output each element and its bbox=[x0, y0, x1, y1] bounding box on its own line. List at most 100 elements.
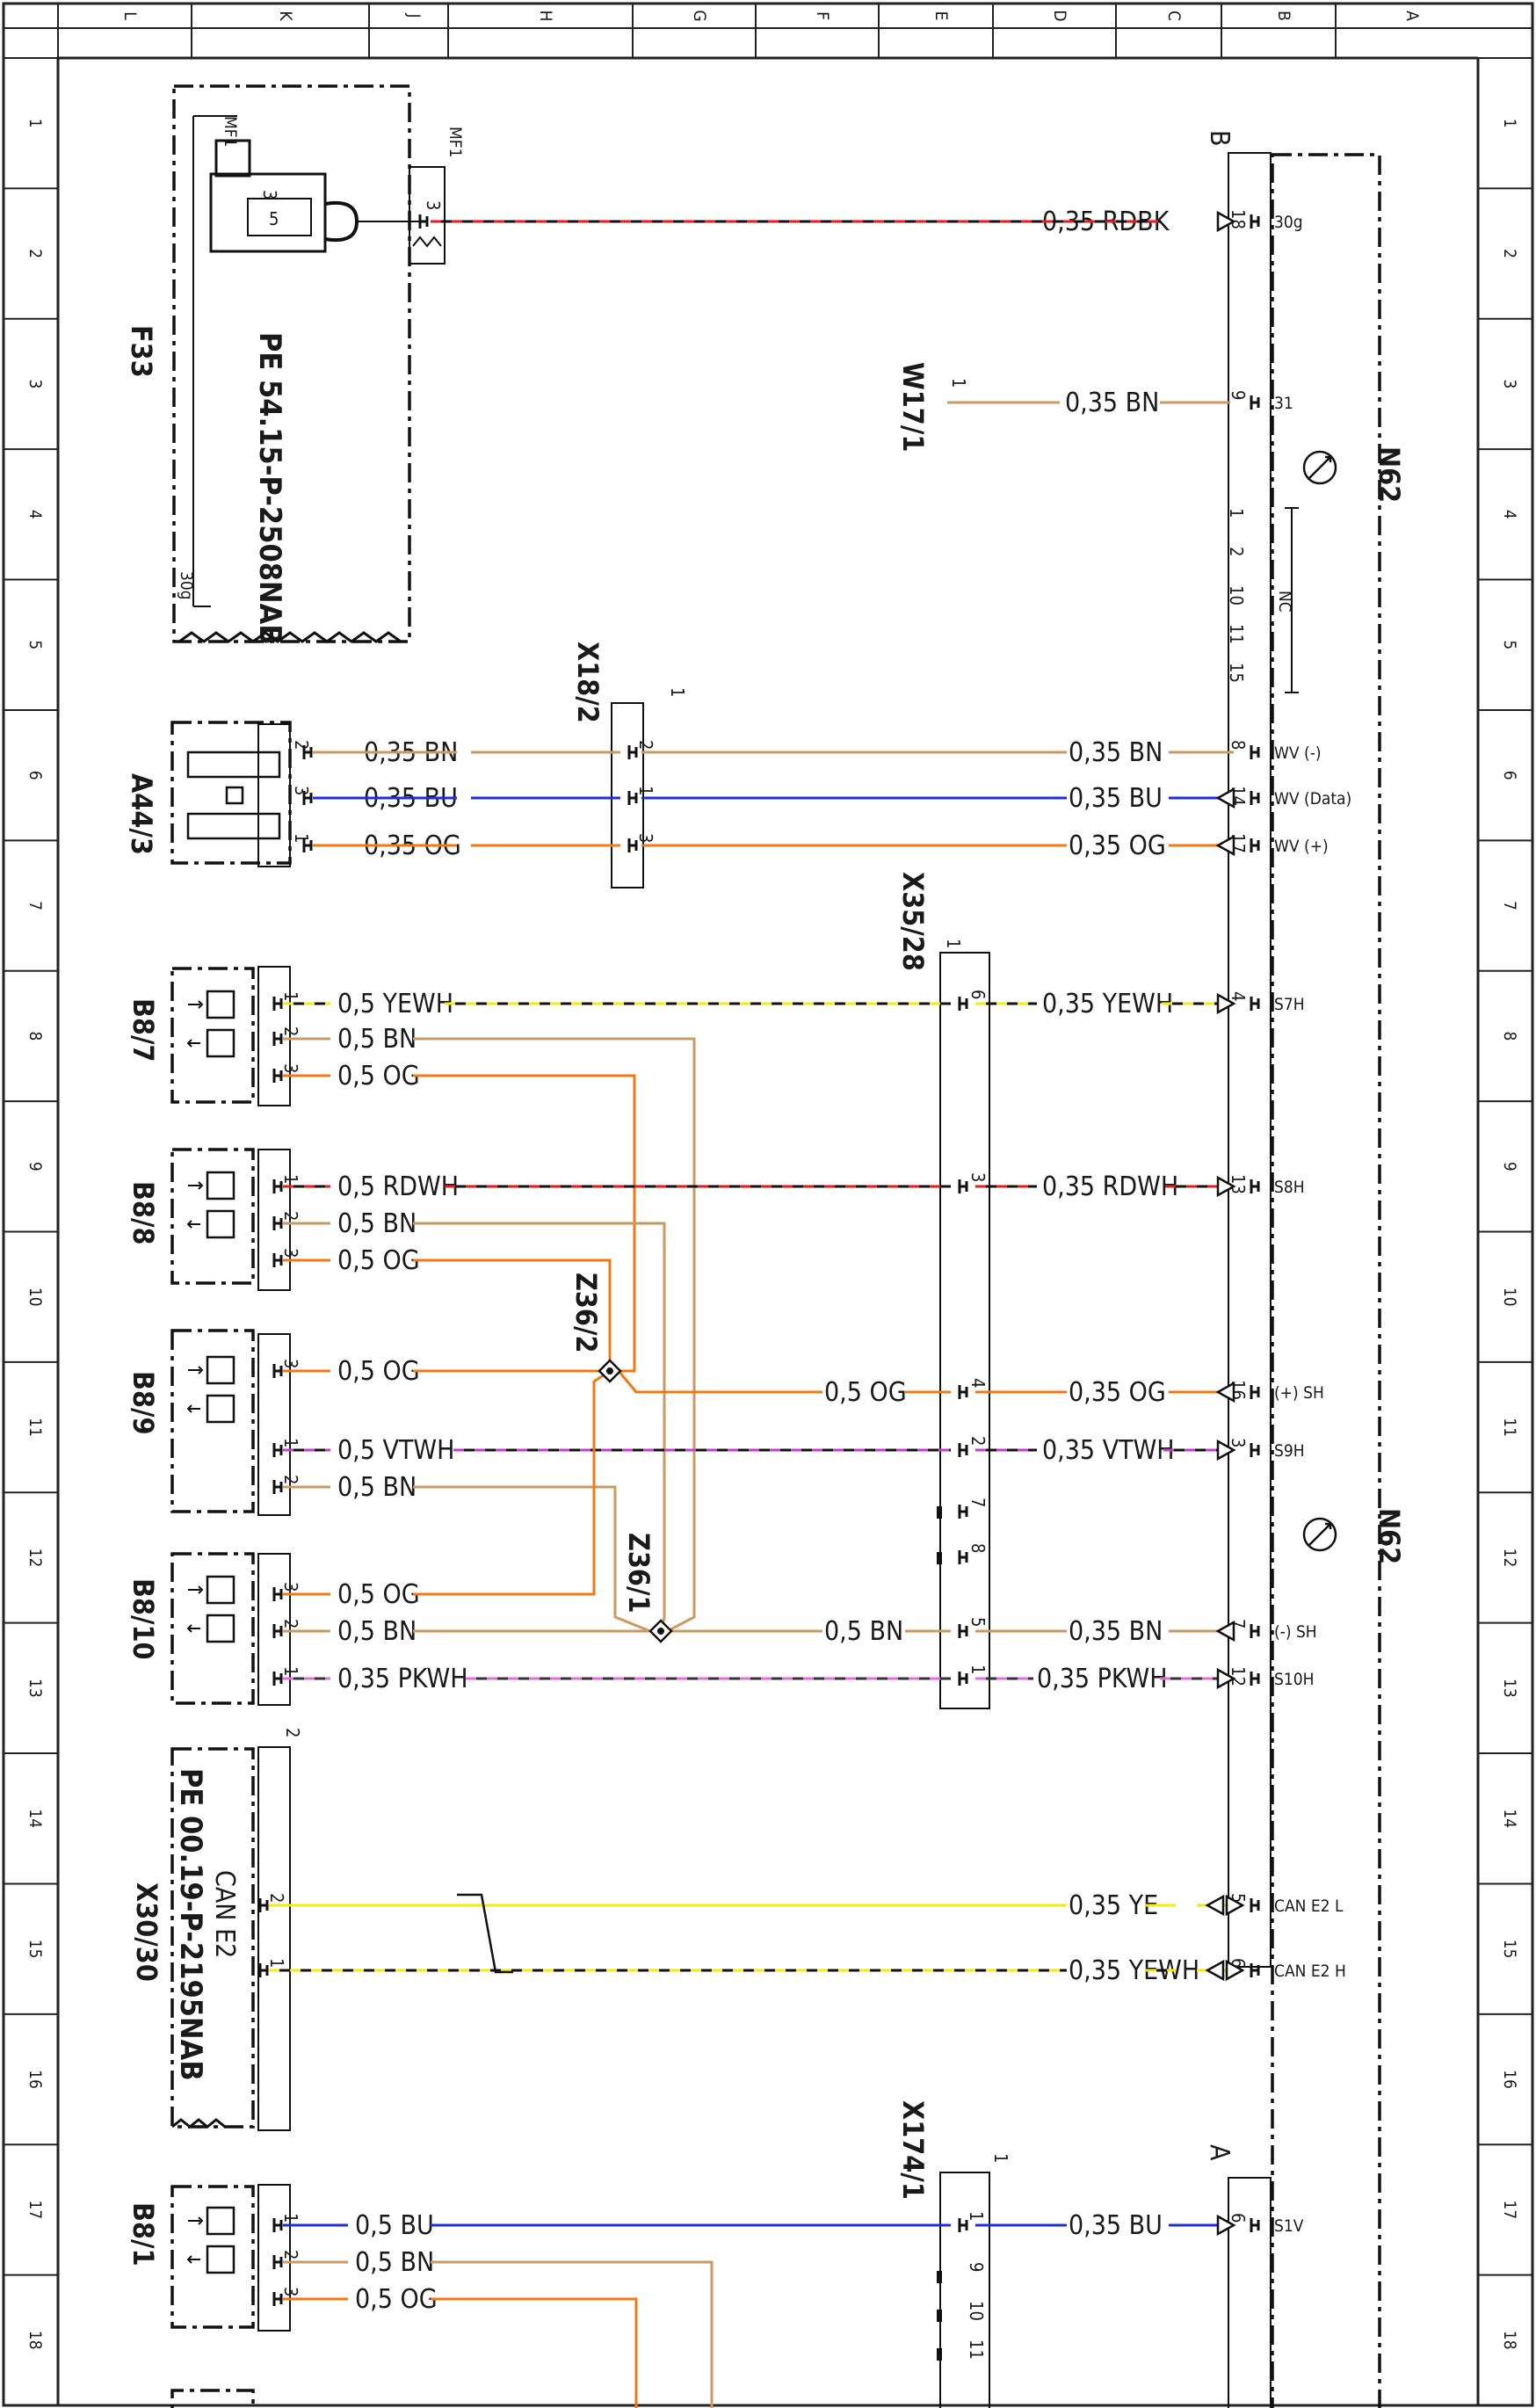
n62-plug-a: A bbox=[1204, 2144, 1235, 2161]
b8-7-wire-label: 0,5 OG bbox=[337, 1061, 420, 1092]
b8-10-pin-number: 1 bbox=[280, 1666, 301, 1676]
n62-module-symbols bbox=[1285, 450, 1337, 1552]
row-ref-right: 4 bbox=[1500, 510, 1519, 519]
x18-2-pin-number: 1 bbox=[635, 786, 656, 795]
f33-fuse-label: MF1 bbox=[221, 116, 240, 147]
b8-10-pin bbox=[272, 1587, 283, 1601]
b8-1-pin bbox=[272, 2218, 283, 2232]
n62-nc-pin: 1 bbox=[1226, 508, 1247, 518]
b8-1-pin-number: 2 bbox=[280, 2250, 301, 2259]
n62-wire-label: 0,35 BN bbox=[1069, 737, 1163, 768]
a44-3-pin bbox=[302, 838, 313, 852]
signal-arrow-out bbox=[1215, 1381, 1235, 1403]
mf1-pin bbox=[418, 214, 429, 228]
x35-28-pin bbox=[958, 1179, 968, 1193]
n62-label-bottom: N62 bbox=[1373, 1508, 1406, 1564]
row-ref-left: 18 bbox=[25, 2331, 45, 2350]
row-ref-right: 10 bbox=[1500, 1287, 1519, 1307]
b8-9-pin bbox=[272, 1364, 283, 1378]
n62-pin bbox=[1250, 1179, 1260, 1193]
a44-3-label: A44/3 bbox=[125, 773, 158, 855]
a44-3-pin-number: 3 bbox=[291, 786, 312, 795]
column-ref: G bbox=[690, 10, 709, 21]
n62-pin-function: S7H bbox=[1274, 995, 1305, 1014]
n62-pin-number: 4 bbox=[1228, 991, 1249, 1001]
f33-fuse-pin: 3 bbox=[259, 190, 280, 199]
n62-pin bbox=[1250, 745, 1260, 759]
n62-pin-number: 9 bbox=[1228, 390, 1249, 400]
n62-pin bbox=[1250, 1963, 1260, 1977]
b8-7-element-b bbox=[206, 1028, 235, 1058]
column-ref: C bbox=[1164, 11, 1184, 21]
n62-pin bbox=[1250, 1624, 1260, 1638]
a44-3-button bbox=[225, 786, 244, 805]
n62-pin bbox=[1250, 1385, 1260, 1399]
x18-2-label: X18/2 bbox=[571, 642, 605, 723]
s9h-label: 0,35 VTWH bbox=[1042, 1435, 1175, 1466]
row-ref-left: 8 bbox=[25, 1031, 45, 1041]
b8-9-label: B8/9 bbox=[127, 1371, 160, 1435]
b8-8-element-a bbox=[206, 1171, 235, 1200]
column-ref: D bbox=[1050, 10, 1069, 21]
b8-9-element-b bbox=[206, 1394, 235, 1424]
x35-28-pin-number: 3 bbox=[967, 1172, 989, 1182]
x30-30-pin bbox=[258, 1963, 269, 1977]
f33-break-mark bbox=[178, 631, 402, 643]
n62-pin-function: WV (+) bbox=[1274, 837, 1329, 856]
row-ref-left: 9 bbox=[25, 1162, 45, 1171]
b8-7-pin bbox=[272, 1069, 283, 1083]
b8-9-wire-label: 0,5 BN bbox=[337, 1472, 417, 1503]
b8-1-label: B8/1 bbox=[127, 2202, 160, 2267]
f33-rail-label: 30g bbox=[177, 571, 196, 600]
x35-28-header: 1 bbox=[943, 939, 964, 948]
x35-28-pin-number: 2 bbox=[967, 1436, 989, 1446]
b8-8-pin-number: 3 bbox=[280, 1248, 301, 1258]
x30-30-pin-number: 1 bbox=[266, 1958, 287, 1968]
b8-8-arrows bbox=[186, 1181, 204, 1229]
b8-9-wire-label: 0,5 VTWH bbox=[337, 1435, 454, 1466]
n62-nc-pin: 2 bbox=[1226, 547, 1247, 556]
row-ref-left: 5 bbox=[25, 640, 45, 649]
s10h-label: 0,35 PKWH bbox=[1037, 1664, 1168, 1694]
column-ref: F bbox=[813, 11, 832, 20]
n62-pin-function: 30g bbox=[1274, 213, 1303, 232]
row-ref-left: 13 bbox=[25, 1679, 45, 1698]
row-ref-left: 17 bbox=[25, 2201, 45, 2220]
row-ref-right: 9 bbox=[1500, 1162, 1519, 1171]
component-outlines bbox=[170, 84, 1381, 2408]
row-ref-left: 14 bbox=[25, 1809, 45, 1828]
b810-og-run bbox=[413, 1369, 611, 1596]
column-ref: A bbox=[1402, 11, 1422, 21]
f33-label: F33 bbox=[125, 325, 158, 378]
z36-1-splice-dot bbox=[657, 1628, 664, 1635]
x35-28-pin-number: 5 bbox=[967, 1617, 989, 1627]
b81-bn-run bbox=[431, 2260, 714, 2408]
signal-arrow-in bbox=[1216, 1439, 1236, 1461]
x18-2-pin bbox=[627, 838, 638, 852]
n62-wire-label: 0,35 OG bbox=[1069, 830, 1166, 861]
b8-1-pin bbox=[272, 2292, 283, 2306]
b8-1-wire-label: 0,5 BU bbox=[355, 2210, 434, 2241]
x174-1-pin-number: 9 bbox=[966, 2262, 987, 2272]
n62-pin-number: 7 bbox=[1228, 1619, 1249, 1628]
row-ref-left: 11 bbox=[25, 1418, 45, 1437]
x174-1-nc-tick bbox=[937, 2310, 942, 2322]
row-ref-left: 2 bbox=[25, 249, 45, 258]
x30-30-ref-note: PE 00.19-P-2195NAB bbox=[173, 1768, 208, 2081]
signal-arrow-out bbox=[1215, 1620, 1235, 1643]
n62-pin bbox=[1250, 2218, 1260, 2232]
row-ref-right: 13 bbox=[1500, 1679, 1519, 1698]
x35-28-pin-number: 4 bbox=[967, 1378, 989, 1388]
x30-30-pin-number: 2 bbox=[266, 1893, 287, 1903]
row-ref-left: 7 bbox=[25, 901, 45, 910]
b8-10-element-b bbox=[206, 1614, 235, 1643]
x30-30-break-mark bbox=[171, 2118, 226, 2129]
x18-2-pin bbox=[627, 745, 638, 759]
x174-1-pin bbox=[958, 2218, 968, 2232]
b8-1-element-b bbox=[206, 2245, 235, 2274]
n62-pin bbox=[1250, 791, 1260, 805]
b8-9-arrows bbox=[186, 1366, 204, 1413]
x174-1-header: 1 bbox=[990, 2153, 1011, 2163]
